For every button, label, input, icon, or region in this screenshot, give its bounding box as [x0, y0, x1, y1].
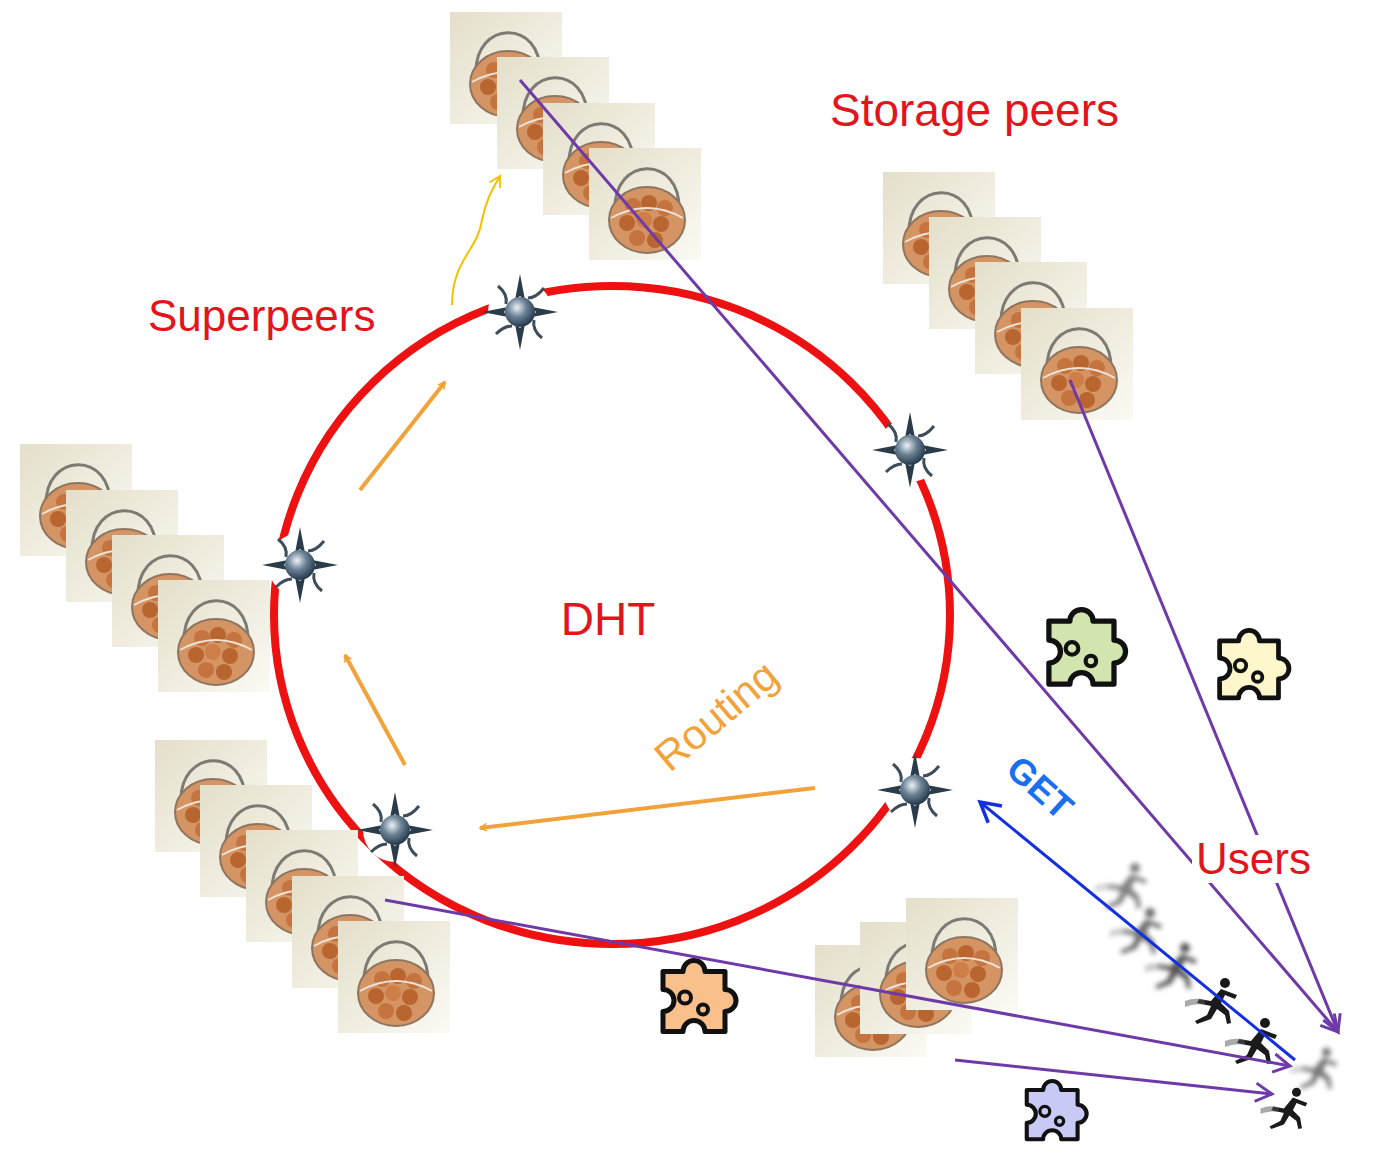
routing-arrow [480, 788, 815, 828]
storage-peer-group [815, 898, 1018, 1057]
data-fragment [663, 961, 736, 1032]
diagram-label: Storage peers [830, 85, 1119, 136]
user-figure [1145, 943, 1197, 989]
basket-icon [158, 580, 270, 692]
ring-stroke [274, 286, 950, 944]
lookup-arrow [452, 176, 500, 305]
data-fragment [1049, 610, 1126, 685]
basket-icon [338, 921, 450, 1033]
diagram-label: Users [1192, 835, 1315, 883]
user-figure [1185, 978, 1237, 1024]
data-fragment [1220, 630, 1289, 697]
ring-label: DHT [561, 594, 656, 645]
transfer-arrow [955, 1060, 1272, 1094]
storage-peer-group [20, 444, 270, 692]
superpeer-icon [482, 274, 558, 350]
superpeer-icon [872, 412, 948, 488]
basket-icon [906, 898, 1018, 1010]
superpeer-icon [877, 752, 953, 828]
superpeer-icon [357, 792, 433, 868]
user-figure [1291, 1048, 1338, 1089]
diagram-label: GET [999, 749, 1080, 828]
routing-arrow [360, 382, 445, 490]
diagram-label: Routing [646, 652, 787, 780]
basket-icon [589, 148, 701, 260]
transfer-arrow [385, 900, 1290, 1066]
superpeer-icon [262, 527, 338, 603]
routing-arrow [345, 655, 405, 765]
transfer-arrow [520, 80, 1338, 1032]
data-fragment [1027, 1081, 1087, 1139]
diagram-label: Superpeers [148, 292, 375, 340]
storage-peer-group [883, 172, 1133, 420]
storage-peer-group [450, 12, 701, 260]
transfer-arrow [1070, 380, 1338, 1032]
storage-peer-group [155, 740, 450, 1033]
basket-icon [1021, 308, 1133, 420]
